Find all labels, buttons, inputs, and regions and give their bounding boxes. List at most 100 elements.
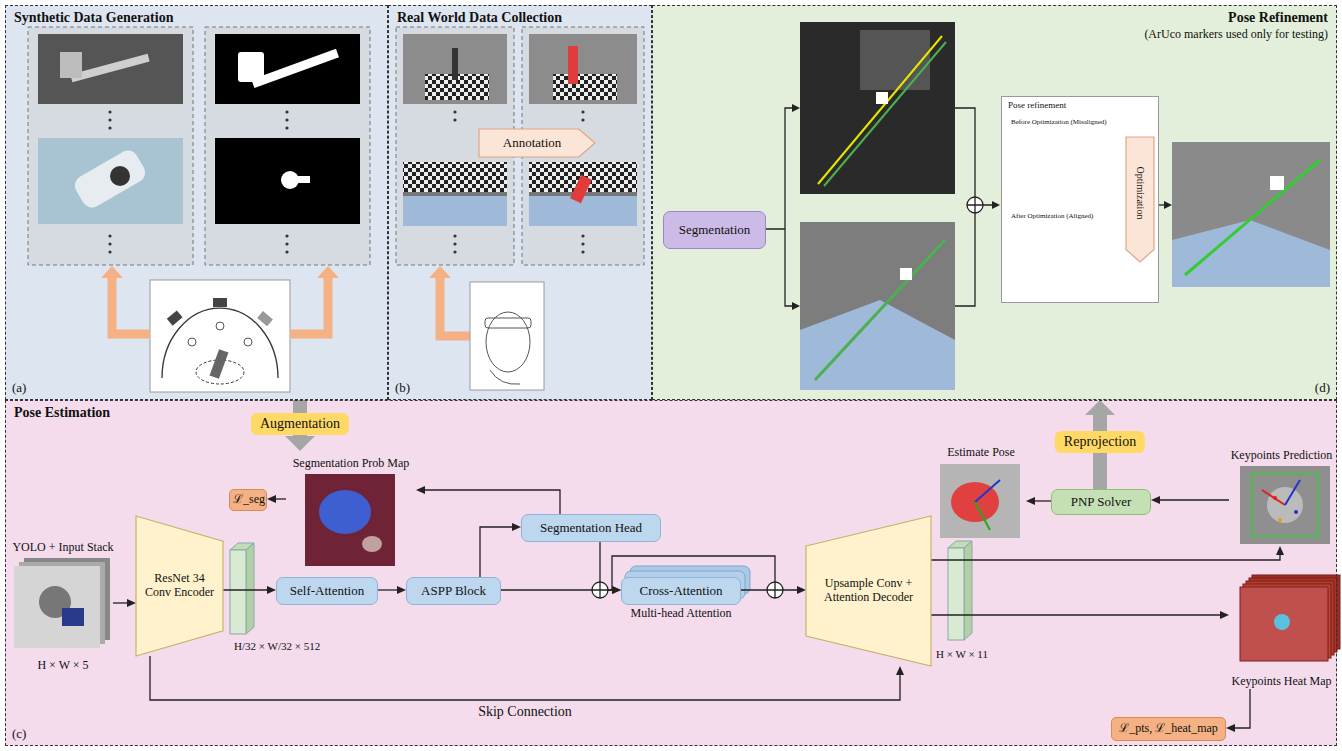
real-photos <box>452 48 458 80</box>
connector <box>931 555 1280 560</box>
synthetic-images <box>108 110 111 113</box>
image-node: Segmentation Prob Map <box>286 451 416 569</box>
synthetic-images <box>285 126 288 129</box>
headset-sketch <box>486 312 530 372</box>
orange-arrow <box>101 266 123 278</box>
network-illustration <box>230 550 246 634</box>
refinement-images <box>765 108 793 306</box>
synthetic-images <box>285 118 288 121</box>
edge-label: Skip Connection <box>474 704 576 720</box>
real-photos <box>453 110 456 113</box>
synthetic-images <box>108 234 111 237</box>
node-label: Keypoints Prediction <box>1231 449 1333 463</box>
real-photos <box>581 118 584 121</box>
edge-label: Reprojection <box>1055 431 1145 453</box>
network-illustration <box>1262 490 1285 505</box>
network-illustration <box>14 464 1340 661</box>
camera-dome <box>162 308 278 378</box>
plot-title: Before Optimization (Misaligned) <box>1011 119 1107 127</box>
node-label: ℒ_seg <box>230 493 266 507</box>
network-illustration <box>305 474 395 566</box>
loss-box: ℒ_pts, ℒ_heat_map <box>1111 717 1226 741</box>
refinement-images <box>1172 220 1330 287</box>
panel-ground <box>5 5 1337 746</box>
panel: Pose Refinement(ArUco markers used only … <box>652 5 1337 400</box>
synthetic-images <box>285 234 288 237</box>
refinement-images <box>1270 176 1284 190</box>
camera-dome <box>213 298 227 307</box>
node-label: Pose refinement <box>1008 100 1066 110</box>
node-sublabel: (ArUco markers used only for testing) <box>1144 28 1328 42</box>
orange-arrow <box>429 266 451 278</box>
network-illustration <box>975 502 990 530</box>
connector <box>425 490 560 514</box>
synthetic-images <box>28 27 370 265</box>
node-label: ℒ_pts, ℒ_heat_map <box>1112 722 1225 736</box>
node-label: Cross-Attention <box>622 584 740 599</box>
image-node: YOLO + Input StackH × W × 5 <box>13 541 113 673</box>
connector <box>378 589 397 590</box>
network-illustration <box>1240 587 1328 661</box>
orange-arrow <box>112 276 150 334</box>
edge-label: Augmentation <box>251 413 349 435</box>
real-photos <box>453 118 456 121</box>
process-box: Segmentation Head <box>521 514 661 542</box>
encoder-block: ResNet 34 Conv Encoder <box>136 516 223 656</box>
sum-symbol <box>767 582 783 598</box>
real-photos <box>453 250 456 253</box>
node-label: Keypoints Heat Map <box>1232 675 1332 689</box>
node-sublabel: (c) <box>12 727 26 742</box>
real-photos <box>403 162 507 192</box>
orange-arrow <box>440 276 470 336</box>
synthetic-images <box>71 147 149 211</box>
process-box: Segmentation <box>663 211 766 249</box>
refinement-images <box>800 22 955 194</box>
loss-box: ℒ_seg <box>229 489 267 511</box>
node-sublabel: (b) <box>395 381 410 396</box>
node-label: Optimization <box>1134 167 1146 220</box>
refinement-images <box>824 42 946 186</box>
synthetic-images <box>38 34 183 104</box>
node-label: PNP Solver <box>1052 495 1150 510</box>
synthetic-images <box>70 54 149 82</box>
node-sublabel: (a) <box>12 381 26 396</box>
synthetic-images <box>110 166 130 186</box>
real-photos <box>403 162 507 226</box>
real-photos <box>570 175 592 204</box>
real-photos <box>403 196 507 226</box>
node-label: Estimate Pose <box>947 446 1015 460</box>
camera-dome <box>216 322 224 330</box>
encoder-block-outline <box>136 516 223 656</box>
headset-sketch <box>490 370 520 384</box>
sum-symbol <box>592 582 608 598</box>
orange-arrow <box>101 266 470 336</box>
connector <box>1235 689 1250 728</box>
refinement-images <box>765 22 1330 390</box>
image-node: Keypoints Prediction <box>1229 449 1334 546</box>
dimension-label: H × W × 11 <box>936 648 988 660</box>
synthetic-images <box>215 138 360 224</box>
node-sublabel: H × W × 5 <box>37 659 88 673</box>
refinement-images <box>818 36 942 184</box>
refinement-images <box>1164 201 1172 209</box>
synthetic-images <box>28 27 193 265</box>
node-label: Segmentation Head <box>522 521 660 536</box>
refinement-images <box>1172 142 1330 287</box>
refinement-images <box>815 240 945 380</box>
connector <box>276 498 286 499</box>
annotation-arrow: Annotation <box>479 129 595 157</box>
camera-dome <box>257 311 273 326</box>
refinement-images <box>800 222 955 390</box>
headset-sketch <box>485 318 531 328</box>
network-illustration <box>1294 510 1298 514</box>
connector <box>150 656 900 700</box>
refinement-images <box>1185 160 1320 275</box>
connector <box>931 614 1220 615</box>
real-photos <box>396 27 644 265</box>
real-photos <box>581 242 584 245</box>
image-node: Estimate Pose <box>936 446 1026 541</box>
panel: Real World Data Collection(b)Annotation <box>388 5 652 400</box>
